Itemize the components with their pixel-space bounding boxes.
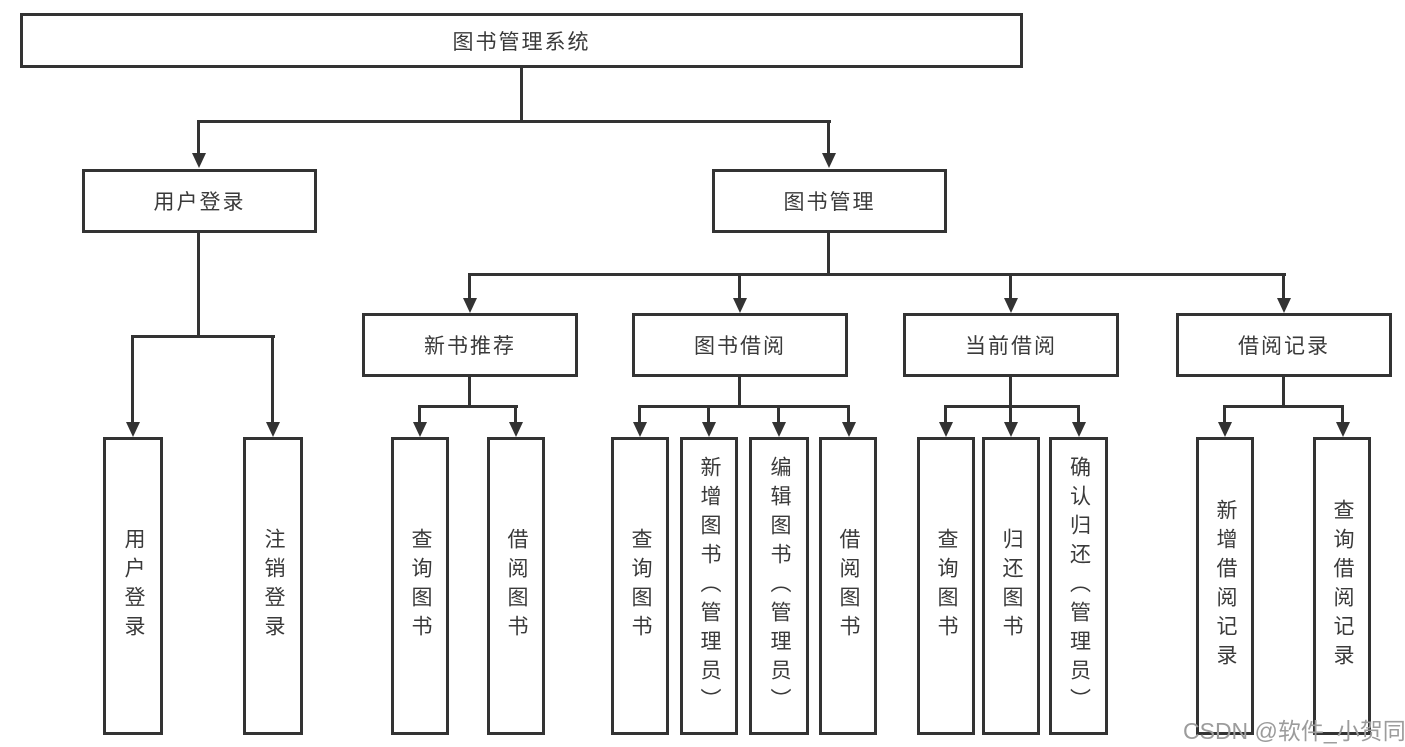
connector-vline bbox=[1009, 273, 1012, 300]
arrowhead-icon bbox=[266, 422, 280, 437]
csdn-watermark: CSDN @软件_小贺同学 bbox=[1183, 718, 1405, 744]
connector-vline bbox=[777, 405, 780, 423]
leaf-borrow-add-books-admin: 新增图书（管理员） bbox=[680, 437, 738, 735]
connector-vline bbox=[514, 405, 517, 423]
arrowhead-icon bbox=[413, 422, 427, 437]
connector-hline bbox=[639, 405, 850, 408]
arrowhead-icon bbox=[1004, 422, 1018, 437]
node-current-borrow-label: 当前借阅 bbox=[965, 335, 1057, 358]
arrowhead-icon bbox=[702, 422, 716, 437]
connector-vline bbox=[1009, 377, 1012, 408]
arrowhead-icon bbox=[733, 298, 747, 313]
arrowhead-icon bbox=[1218, 422, 1232, 437]
arrowhead-icon bbox=[192, 153, 206, 168]
arrowhead-icon bbox=[1072, 422, 1086, 437]
connector-vline bbox=[197, 120, 200, 154]
leaf-recommend-query-books: 查询图书 bbox=[391, 437, 449, 735]
node-book-borrow-label: 图书借阅 bbox=[694, 335, 786, 358]
node-root-library-system: 图书管理系统 bbox=[20, 13, 1023, 68]
connector-vline bbox=[944, 405, 947, 423]
leaf-current-return-books: 归还图书 bbox=[982, 437, 1040, 735]
node-book-management-label: 图书管理 bbox=[783, 191, 876, 214]
connector-vline bbox=[1009, 405, 1012, 423]
leaf-borrow-add-books-admin-label: 新增图书（管理员） bbox=[698, 455, 721, 717]
connector-vline bbox=[520, 68, 523, 120]
leaf-user-login-label: 用户登录 bbox=[122, 528, 145, 644]
connector-vline bbox=[197, 233, 200, 338]
leaf-recommend-borrow-books: 借阅图书 bbox=[487, 437, 545, 735]
connector-vline bbox=[707, 405, 710, 423]
leaf-borrow-borrow-books: 借阅图书 bbox=[819, 437, 877, 735]
leaf-recommend-query-books-label: 查询图书 bbox=[409, 528, 432, 644]
connector-hline bbox=[945, 405, 1079, 408]
connector-vline bbox=[738, 273, 741, 300]
arrowhead-icon bbox=[463, 298, 477, 313]
arrowhead-icon bbox=[939, 422, 953, 437]
connector-vline bbox=[468, 377, 471, 408]
arrowhead-icon bbox=[126, 422, 140, 437]
leaf-user-login: 用户登录 bbox=[103, 437, 163, 735]
arrowhead-icon bbox=[842, 422, 856, 437]
leaf-current-confirm-return-admin-label: 确认归还（管理员） bbox=[1067, 455, 1091, 717]
connector-vline bbox=[1341, 405, 1344, 423]
connector-vline bbox=[1223, 405, 1226, 423]
arrowhead-icon bbox=[822, 153, 836, 168]
connector-hline bbox=[1224, 405, 1343, 408]
arrowhead-icon bbox=[1004, 298, 1018, 313]
connector-vline bbox=[418, 405, 421, 423]
leaf-current-return-books-label: 归还图书 bbox=[1000, 528, 1023, 644]
connector-hline bbox=[419, 405, 518, 408]
arrowhead-icon bbox=[633, 422, 647, 437]
leaf-records-query-record-label: 查询借阅记录 bbox=[1331, 499, 1354, 673]
connector-vline bbox=[847, 405, 850, 423]
connector-vline bbox=[827, 120, 830, 154]
leaf-borrow-edit-books-admin-label: 编辑图书（管理员） bbox=[768, 455, 791, 717]
node-new-book-recommend-label: 新书推荐 bbox=[424, 335, 516, 358]
leaf-borrow-edit-books-admin: 编辑图书（管理员） bbox=[749, 437, 809, 735]
connector-vline bbox=[738, 377, 741, 408]
leaf-current-query-books: 查询图书 bbox=[917, 437, 975, 735]
leaf-borrow-query-books: 查询图书 bbox=[611, 437, 669, 735]
leaf-records-add-record-label: 新增借阅记录 bbox=[1214, 499, 1237, 673]
leaf-current-confirm-return-admin: 确认归还（管理员） bbox=[1049, 437, 1108, 735]
node-root-label: 图书管理系统 bbox=[452, 30, 591, 54]
connector-vline bbox=[638, 405, 641, 423]
leaf-logout-login-label: 注销登录 bbox=[262, 528, 285, 644]
node-borrow-records: 借阅记录 bbox=[1176, 313, 1392, 377]
connector-vline bbox=[468, 273, 471, 300]
connector-hline bbox=[198, 120, 831, 123]
leaf-records-add-record: 新增借阅记录 bbox=[1196, 437, 1254, 735]
node-book-borrow: 图书借阅 bbox=[632, 313, 848, 377]
node-user-login-label: 用户登录 bbox=[153, 191, 246, 214]
connector-hline bbox=[469, 273, 1286, 276]
arrowhead-icon bbox=[1336, 422, 1350, 437]
connector-hline bbox=[132, 335, 275, 338]
node-current-borrow: 当前借阅 bbox=[903, 313, 1119, 377]
arrowhead-icon bbox=[1277, 298, 1291, 313]
leaf-current-query-books-label: 查询图书 bbox=[935, 528, 958, 644]
connector-vline bbox=[827, 233, 830, 276]
leaf-recommend-borrow-books-label: 借阅图书 bbox=[505, 528, 528, 644]
leaf-records-query-record: 查询借阅记录 bbox=[1313, 437, 1371, 735]
node-user-login: 用户登录 bbox=[82, 169, 317, 233]
connector-vline bbox=[1077, 405, 1080, 423]
node-new-book-recommend: 新书推荐 bbox=[362, 313, 578, 377]
connector-vline bbox=[1282, 273, 1285, 300]
connector-vline bbox=[1282, 377, 1285, 408]
connector-vline bbox=[131, 335, 134, 423]
leaf-borrow-query-books-label: 查询图书 bbox=[629, 528, 652, 644]
leaf-borrow-borrow-books-label: 借阅图书 bbox=[837, 528, 860, 644]
node-book-management: 图书管理 bbox=[712, 169, 947, 233]
connector-vline bbox=[271, 335, 274, 423]
arrowhead-icon bbox=[509, 422, 523, 437]
leaf-logout-login: 注销登录 bbox=[243, 437, 303, 735]
node-borrow-records-label: 借阅记录 bbox=[1238, 335, 1330, 358]
arrowhead-icon bbox=[772, 422, 786, 437]
